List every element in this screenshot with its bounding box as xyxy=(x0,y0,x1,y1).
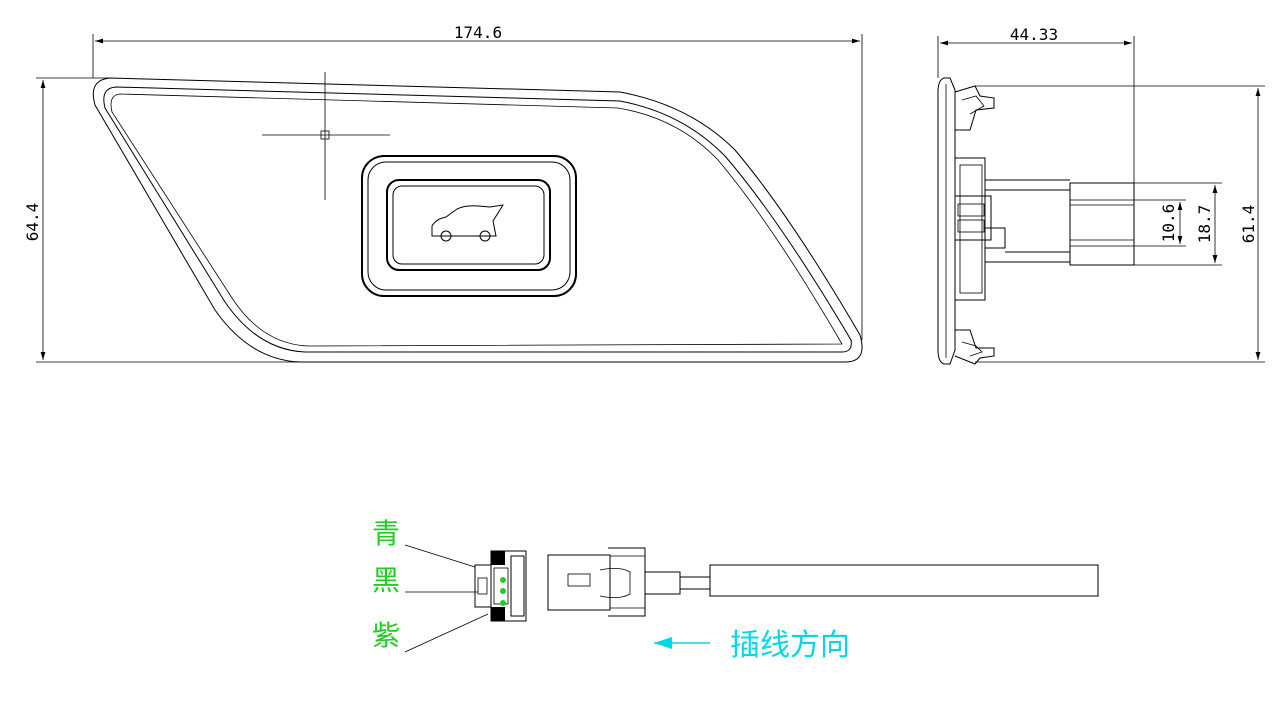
insert-direction-label: 插线方向 xyxy=(730,628,850,663)
plug-connector xyxy=(547,547,1099,617)
dim-side-height: 61.4 xyxy=(975,85,1265,363)
dim-side-height-label: 61.4 xyxy=(1239,205,1258,244)
dim-side-depth-label: 44.33 xyxy=(1010,25,1058,44)
front-view: 174.6 64.4 xyxy=(23,23,863,363)
dim-front-height: 64.4 xyxy=(23,77,300,363)
socket-connector xyxy=(474,550,527,622)
dim-connector-inner: 10.6 xyxy=(1134,199,1186,247)
wire-label-middle: 黑 xyxy=(372,564,400,597)
dim-front-width: 174.6 xyxy=(92,23,863,340)
dim-front-height-label: 64.4 xyxy=(23,203,42,242)
dim-connector-inner-label: 10.6 xyxy=(1159,204,1178,243)
connector-diagram: 青 黑 紫 插线方向 xyxy=(372,517,1099,663)
tailgate-button xyxy=(361,155,577,297)
wire-label-top: 青 xyxy=(372,517,400,550)
dim-front-width-label: 174.6 xyxy=(454,23,502,42)
dim-connector-outer-label: 18.7 xyxy=(1195,205,1214,244)
car-tailgate-icon xyxy=(431,204,505,242)
center-mark xyxy=(262,72,390,200)
side-view: 44.33 61.4 18.7 10.6 xyxy=(937,25,1265,365)
dim-side-depth: 44.33 xyxy=(937,25,1135,183)
dim-connector-outer: 18.7 xyxy=(1134,182,1222,266)
wire-label-bottom: 紫 xyxy=(372,619,400,652)
